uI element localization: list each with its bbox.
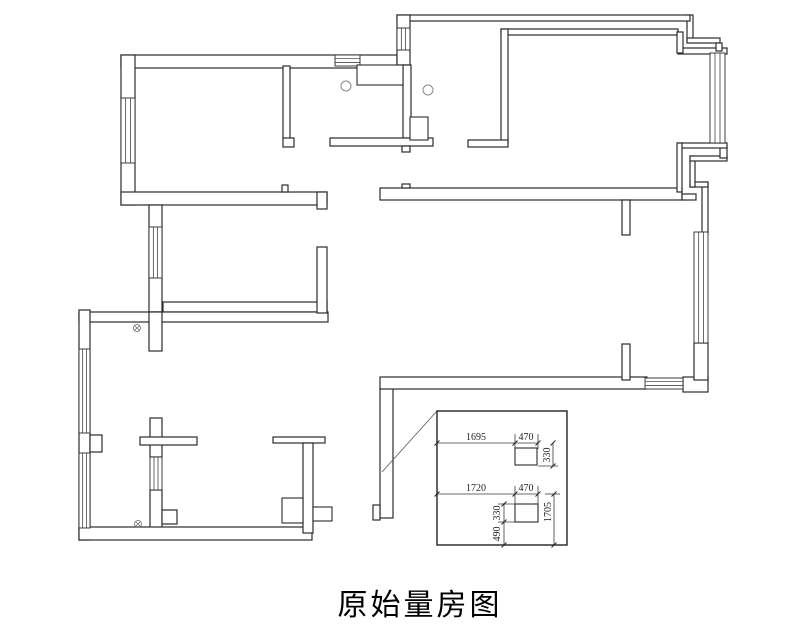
dim-label-330-left: 330 <box>492 506 503 521</box>
window-symbol <box>78 452 91 529</box>
window-symbol <box>148 226 163 279</box>
wall <box>686 37 721 44</box>
inset-opening-box <box>514 503 539 523</box>
detail-inset: 1695 470 330 1720 470 1705 330 490 <box>434 410 568 548</box>
window-symbol <box>149 456 163 491</box>
window-symbol <box>120 97 136 164</box>
dim-label-470-top: 470 <box>519 432 534 443</box>
wall <box>281 184 289 193</box>
ceiling-point-icon <box>340 80 352 92</box>
wall <box>681 193 697 201</box>
window-symbol <box>709 52 726 144</box>
wall <box>693 342 709 381</box>
wall <box>715 42 723 52</box>
wall <box>78 311 329 323</box>
walls <box>78 14 728 541</box>
wall <box>621 199 631 236</box>
windows <box>78 27 726 529</box>
wall <box>316 191 328 210</box>
wall <box>401 183 411 189</box>
wall <box>676 31 684 54</box>
wall <box>621 343 631 381</box>
wall <box>701 181 709 235</box>
drawing-title: 原始量房图 <box>337 589 503 622</box>
wall <box>329 137 434 147</box>
wall <box>89 434 103 453</box>
inset-frame <box>436 410 568 546</box>
window-symbol <box>693 231 709 344</box>
wall <box>379 376 648 390</box>
wall <box>282 65 291 141</box>
wall <box>500 28 679 36</box>
wall <box>161 509 178 525</box>
window-symbol <box>644 377 684 390</box>
inset-opening-box <box>514 447 538 466</box>
dim-label-330-right: 330 <box>542 448 553 463</box>
wall <box>676 142 683 193</box>
wall <box>467 139 509 148</box>
drain-icon <box>133 324 141 332</box>
window-symbol <box>334 54 361 67</box>
dim-label-1705: 1705 <box>543 502 554 522</box>
flue-box <box>409 116 429 141</box>
cabinet-box <box>356 64 404 86</box>
wall <box>148 311 163 352</box>
wall <box>120 191 328 206</box>
wall <box>372 504 381 521</box>
pier-box <box>281 497 304 524</box>
wall <box>396 14 691 22</box>
pier-tab <box>312 506 333 522</box>
wall <box>162 301 328 313</box>
wall <box>78 526 313 541</box>
window-symbol <box>396 27 411 51</box>
window-symbol <box>78 348 91 434</box>
wall <box>500 28 509 144</box>
ceiling-point-icon <box>422 84 434 96</box>
leader-line <box>381 410 438 473</box>
wall <box>282 137 295 148</box>
dim-label-1720: 1720 <box>466 483 486 494</box>
wall <box>316 246 328 314</box>
wall <box>149 489 163 529</box>
dim-label-470-mid: 470 <box>519 483 534 494</box>
drain-icon <box>134 520 142 528</box>
wall <box>139 436 198 446</box>
wall <box>379 187 683 201</box>
fixtures <box>133 64 434 528</box>
wall <box>379 387 394 519</box>
wall <box>302 442 314 534</box>
wall <box>272 436 326 444</box>
wall <box>401 145 411 153</box>
wall <box>677 142 728 149</box>
dim-label-1695: 1695 <box>466 432 486 443</box>
dim-label-490-left: 490 <box>492 527 503 542</box>
